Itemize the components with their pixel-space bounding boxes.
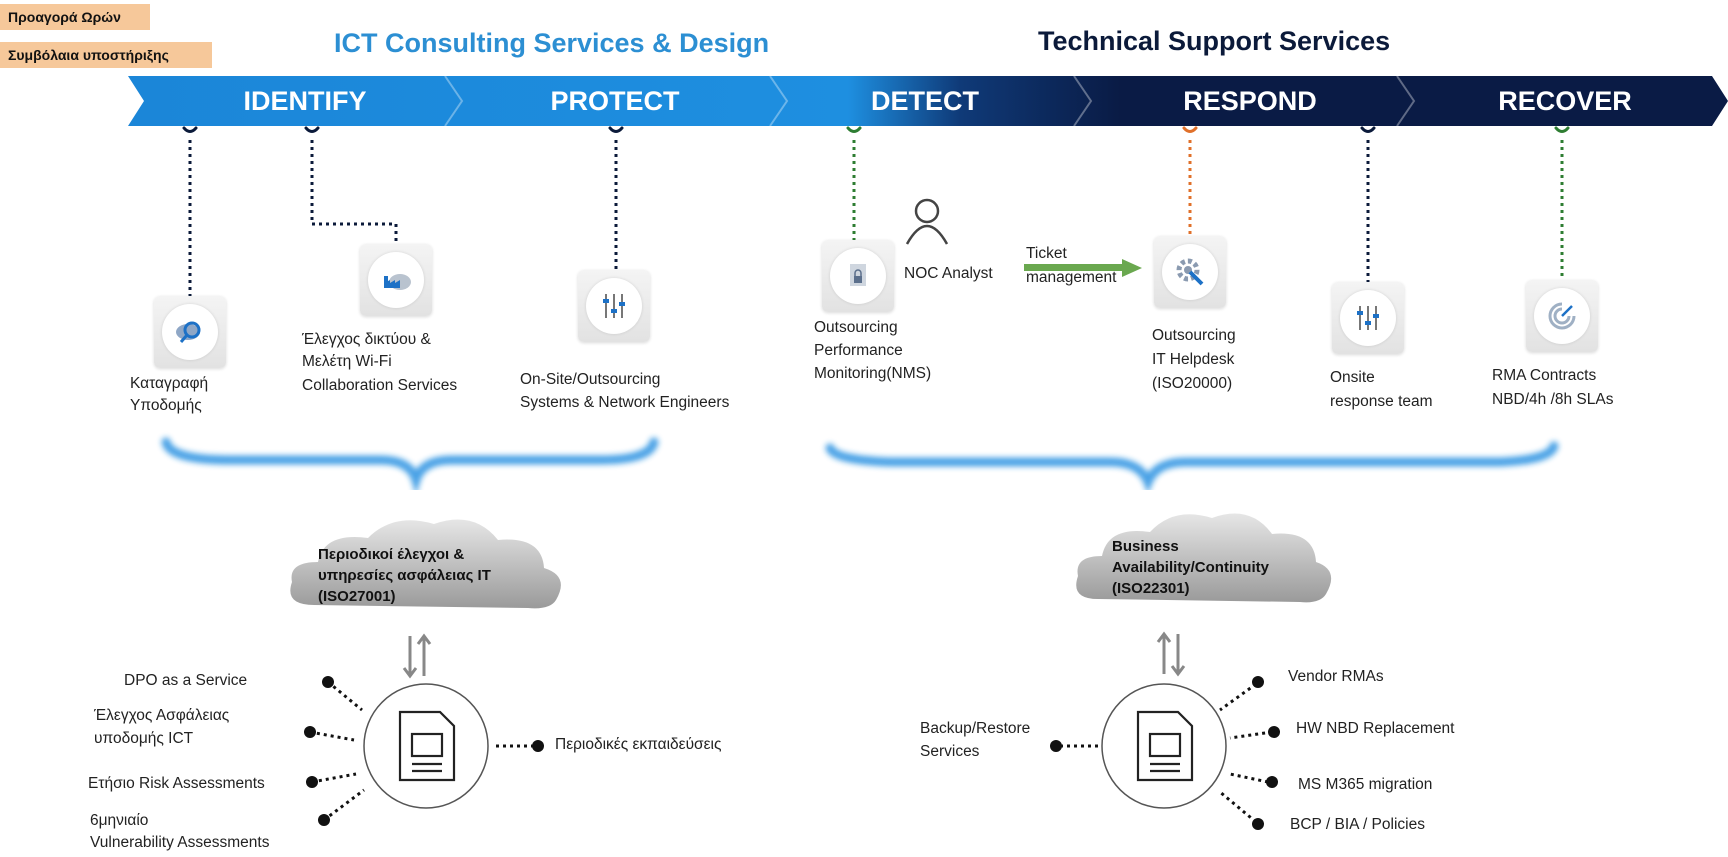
factory-cloud-icon xyxy=(384,274,411,290)
onsite-team-label-2: response team xyxy=(1330,393,1433,410)
m365-label: MS M365 migration xyxy=(1298,776,1433,793)
radar-icon xyxy=(1548,302,1576,330)
gear-wrench-icon xyxy=(1176,258,1204,286)
rma-label-2: NBD/4h /8h SLAs xyxy=(1492,391,1614,408)
security-cloud-line-3: (ISO27001) xyxy=(318,588,396,605)
report-document-icon xyxy=(398,710,456,782)
connector-lines xyxy=(182,126,1570,300)
security-exchange-icon xyxy=(402,633,432,679)
backup-label-1: Backup/Restore xyxy=(920,720,1031,737)
ticket-label-1: Ticket xyxy=(1026,245,1067,262)
audit-label-2: υποδομής ICT xyxy=(94,730,194,747)
document-lock-icon xyxy=(850,264,866,286)
inventory-tile xyxy=(154,296,226,368)
phase-banner xyxy=(128,75,1728,127)
training-label: Περιοδικές εκπαιδεύσεις xyxy=(555,736,722,753)
onsite-team-label-1: Onsite xyxy=(1330,369,1375,386)
consulting-title: ICT Consulting Services & Design xyxy=(334,28,770,58)
security-cloud-line-1: Περιοδικοί έλεγχοι & xyxy=(318,546,465,563)
user-icon xyxy=(905,198,949,245)
grouping-braces xyxy=(161,437,1559,490)
continuity-cloud-line-1: Business xyxy=(1112,538,1179,555)
continuity-exchange-icon xyxy=(1156,631,1186,677)
technical-title: Technical Support Services xyxy=(1038,26,1391,56)
inventory-label-2: Υποδομής xyxy=(130,397,202,414)
inventory-label-1: Καταγραφή xyxy=(130,375,209,392)
support-contracts-tag: Συμβόλαια υποστήριξης xyxy=(0,42,212,68)
monitoring-label-3: Monitoring(NMS) xyxy=(814,365,932,382)
magnifier-cloud-icon xyxy=(176,321,201,343)
network-label-3: Collaboration Services xyxy=(302,377,458,394)
continuity-hub xyxy=(1050,676,1280,830)
report-document-icon xyxy=(1136,710,1194,782)
ticket-label-2: management xyxy=(1026,269,1117,286)
bcp-label: BCP / BIA / Policies xyxy=(1290,816,1425,833)
network-tile xyxy=(360,244,432,316)
sliders-icon xyxy=(603,294,625,318)
continuity-cloud xyxy=(1076,513,1332,603)
engineers-tile xyxy=(578,270,650,342)
helpdesk-tile xyxy=(1154,236,1226,308)
monitoring-tile xyxy=(822,240,894,312)
phase-identify: IDENTIFY xyxy=(243,86,367,116)
risk-label: Ετήσιο Risk Assessments xyxy=(88,775,265,792)
rma-label-1: RMA Contracts xyxy=(1492,367,1597,384)
phase-detect: DETECT xyxy=(871,86,979,116)
ticket-arrow xyxy=(1024,259,1142,277)
continuity-cloud-line-3: (ISO22301) xyxy=(1112,580,1190,597)
phase-recover: RECOVER xyxy=(1498,86,1632,116)
engineers-label-2: Systems & Network Engineers xyxy=(520,394,730,411)
engineers-label-1: On-Site/Outsourcing xyxy=(520,371,661,388)
sliders-icon xyxy=(1357,306,1379,330)
helpdesk-label-3: (ISO20000) xyxy=(1152,375,1233,392)
phase-protect: PROTECT xyxy=(550,86,680,116)
continuity-cloud-line-2: Availability/Continuity xyxy=(1112,559,1269,576)
security-hub xyxy=(304,676,544,826)
network-label-1: Έλεγχος δικτύου & xyxy=(302,331,431,348)
noc-analyst-label: NOC Analyst xyxy=(904,265,993,282)
audit-label-1: Έλεγχος Ασφάλειας xyxy=(94,707,230,724)
hw-replacement-label: HW NBD Replacement xyxy=(1296,720,1455,737)
helpdesk-label-1: Outsourcing xyxy=(1152,327,1236,344)
vuln-label-2: Vulnerability Assessments xyxy=(90,834,270,851)
backup-label-2: Services xyxy=(920,743,980,760)
dpo-label: DPO as a Service xyxy=(124,672,248,689)
rma-tile xyxy=(1526,280,1598,352)
prepaid-hours-tag: Προαγορά Ωρών xyxy=(0,4,150,30)
vuln-label-1: 6μηνιαίο xyxy=(90,812,149,829)
phase-respond: RESPOND xyxy=(1183,86,1317,116)
security-cloud-line-2: υπηρεσίες ασφάλειας IT xyxy=(318,567,491,584)
helpdesk-label-2: IT Helpdesk xyxy=(1152,351,1235,368)
vendor-rma-label: Vendor RMAs xyxy=(1288,668,1384,685)
onsite-team-tile xyxy=(1332,282,1404,354)
monitoring-label-2: Performance xyxy=(814,342,903,359)
security-cloud xyxy=(290,519,561,609)
network-label-2: Μελέτη Wi-Fi xyxy=(302,353,392,370)
monitoring-label-1: Outsourcing xyxy=(814,319,898,336)
